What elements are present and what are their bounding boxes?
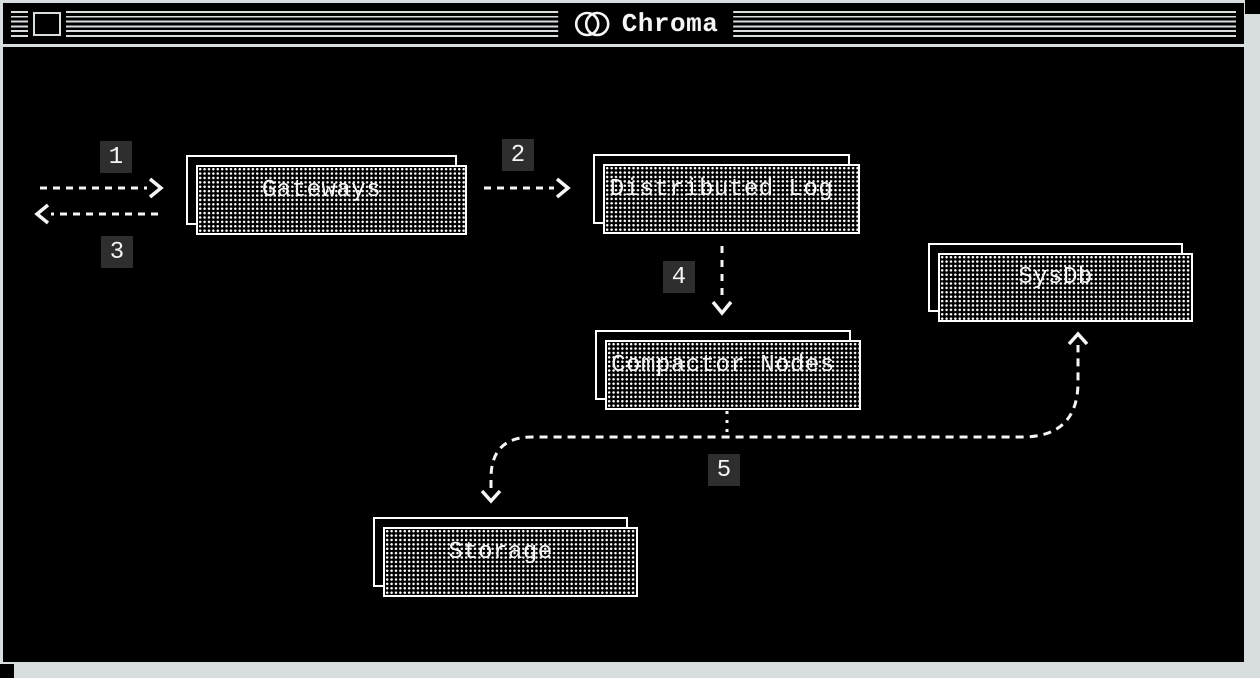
node-storage: Storage bbox=[373, 517, 638, 597]
step-badge-3-label: 3 bbox=[109, 238, 125, 266]
step-badge-2: 2 bbox=[502, 139, 534, 171]
step-badge-4: 4 bbox=[663, 261, 695, 293]
window-title-label: Chroma bbox=[621, 8, 719, 39]
step-badge-1: 1 bbox=[100, 141, 132, 173]
window-close-button[interactable] bbox=[33, 12, 61, 36]
node-compactor-nodes-label: Compactor Nodes bbox=[611, 351, 835, 379]
window-titlebar: Chroma bbox=[3, 3, 1244, 47]
node-sysdb: SysDb bbox=[928, 243, 1193, 322]
step-badge-5-label: 5 bbox=[716, 456, 732, 484]
node-gateways-label: Gateways bbox=[261, 176, 382, 204]
page-corner-top-right bbox=[1245, 0, 1260, 14]
node-sysdb-label: SysDb bbox=[1018, 264, 1093, 291]
chroma-logo-icon bbox=[574, 11, 609, 36]
node-distributed-log: Distributed Log bbox=[593, 154, 860, 234]
step-badge-4-label: 4 bbox=[671, 263, 687, 291]
node-distributed-log-label: Distributed Log bbox=[609, 175, 834, 203]
node-storage-label: Storage bbox=[448, 538, 553, 566]
node-compactor-nodes: Compactor Nodes bbox=[595, 330, 861, 410]
page-corner-bottom-left bbox=[0, 664, 14, 678]
step-badge-1-label: 1 bbox=[108, 143, 124, 171]
node-gateways: Gateways bbox=[186, 155, 467, 235]
step-badge-5: 5 bbox=[708, 454, 740, 486]
step-badge-3: 3 bbox=[101, 236, 133, 268]
window-title: Chroma bbox=[557, 3, 734, 44]
step-badge-2-label: 2 bbox=[510, 141, 526, 169]
